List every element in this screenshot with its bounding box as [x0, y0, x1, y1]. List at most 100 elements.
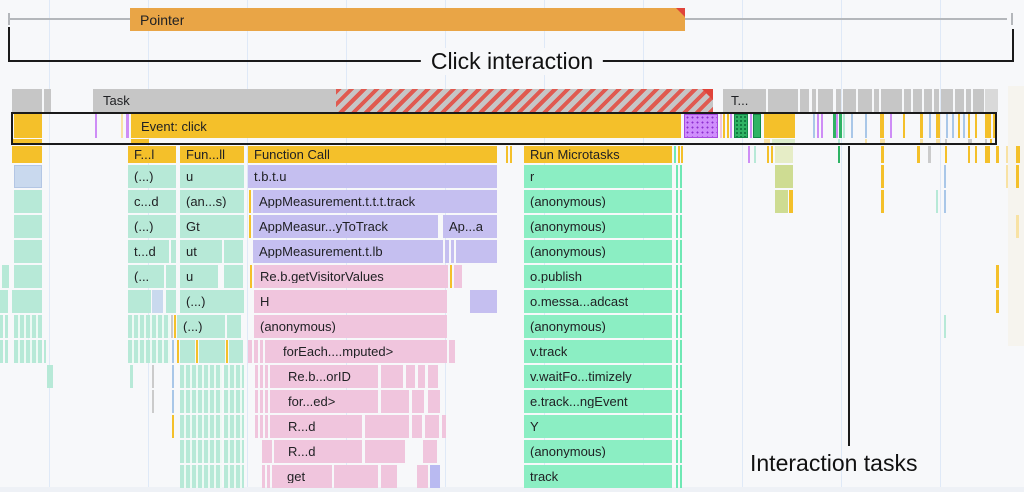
bar-fragment[interactable] — [952, 114, 954, 138]
bar-function-call[interactable]: Function Call — [248, 146, 497, 163]
bar-fragment[interactable] — [880, 139, 885, 144]
bar-fragment[interactable] — [680, 365, 682, 388]
bar-fragment[interactable] — [764, 114, 795, 138]
bar-fragment[interactable] — [172, 390, 174, 413]
bar-fragment[interactable] — [836, 89, 841, 112]
bar-fragment[interactable] — [14, 240, 42, 263]
bar-fragment[interactable] — [260, 340, 263, 363]
bar-fragment[interactable] — [451, 240, 454, 263]
bar-fragment[interactable] — [903, 114, 905, 138]
bar-fragment[interactable] — [14, 114, 42, 138]
bar-anonymous[interactable]: (anonymous) — [254, 315, 447, 338]
bar-fragment[interactable] — [254, 340, 258, 363]
bar-fragment[interactable] — [838, 146, 840, 163]
bar-fragment[interactable] — [680, 340, 682, 363]
bar-fragment[interactable] — [904, 89, 911, 112]
bar-for-ed[interactable]: for...ed> — [270, 390, 378, 413]
bar-fragment[interactable] — [996, 146, 999, 163]
bar-fragment[interactable] — [428, 365, 438, 388]
bar-fragment[interactable] — [255, 390, 258, 413]
bar-fragment[interactable] — [248, 340, 252, 363]
bar-fragment[interactable] — [5, 340, 8, 363]
bar-fragment[interactable] — [941, 89, 953, 112]
bar-fragment[interactable] — [425, 415, 439, 438]
bar-fragment[interactable] — [993, 114, 995, 138]
bar-fragment[interactable] — [454, 265, 462, 288]
bar-fragment[interactable] — [800, 89, 809, 112]
bar-fragment[interactable] — [0, 340, 3, 363]
bar-fragment[interactable] — [753, 114, 761, 138]
bar-fragment[interactable] — [881, 89, 902, 112]
bar-fragment[interactable] — [1006, 165, 1008, 188]
bar-fragment[interactable] — [680, 415, 682, 438]
bar-fragment[interactable] — [180, 365, 222, 388]
bar-fragment[interactable] — [249, 190, 251, 213]
bar-fragment[interactable] — [676, 265, 678, 288]
bar-anonymous[interactable]: (anonymous) — [524, 190, 672, 213]
bar-fragment[interactable] — [470, 290, 497, 313]
bar-fragment[interactable] — [843, 89, 856, 112]
bar-fragment[interactable] — [267, 465, 270, 488]
bar-[interactable]: (...) — [128, 215, 176, 238]
bar-r-d[interactable]: R...d — [270, 415, 362, 438]
bar-gt[interactable]: Gt — [180, 215, 244, 238]
bar-fun-ll[interactable]: Fun...ll — [180, 146, 244, 163]
bar-fragment[interactable] — [152, 290, 163, 313]
bar-fragment[interactable] — [166, 265, 176, 288]
bar-fragment[interactable] — [946, 114, 948, 138]
bar-fragment[interactable] — [945, 146, 947, 163]
bar-fragment[interactable] — [975, 146, 977, 163]
bar-fragment[interactable] — [874, 89, 879, 112]
bar-fragment[interactable] — [676, 190, 678, 213]
bar-fragment[interactable] — [985, 139, 987, 144]
bar-fragment[interactable] — [920, 139, 923, 144]
bar-fragment[interactable] — [881, 146, 884, 163]
bar-event-click[interactable]: Event: click — [131, 114, 681, 138]
bar-fragment[interactable] — [680, 165, 682, 188]
bar-fragment[interactable] — [818, 89, 833, 112]
bar-fragment[interactable] — [152, 390, 154, 413]
bar-fragment[interactable] — [180, 440, 222, 463]
bar-y[interactable]: Y — [524, 415, 672, 438]
bar-fragment[interactable] — [676, 165, 678, 188]
bar-fragment[interactable] — [14, 190, 42, 213]
bar-r[interactable]: r — [524, 165, 672, 188]
bar-fragment[interactable] — [126, 114, 129, 138]
bar-fragment[interactable] — [166, 290, 176, 313]
bar-fragment[interactable] — [945, 139, 947, 144]
bar-[interactable]: (...) — [180, 290, 244, 313]
bar-fragment[interactable] — [768, 89, 798, 112]
bar-fragment[interactable] — [260, 365, 263, 388]
bar-fragment[interactable] — [5, 315, 8, 338]
bar-fragment[interactable] — [968, 146, 970, 163]
bar-o-publish[interactable]: o.publish — [524, 265, 672, 288]
bar-fragment[interactable] — [880, 114, 884, 138]
bar-fragment[interactable] — [676, 365, 678, 388]
bar-fragment[interactable] — [813, 114, 815, 138]
bar-fragment[interactable] — [775, 190, 788, 213]
bar-anonymous[interactable]: (anonymous) — [524, 215, 672, 238]
bar-[interactable]: (...) — [128, 165, 176, 188]
bar-e-track-ngevent[interactable]: e.track...ngEvent — [524, 390, 672, 413]
bar-fragment[interactable] — [676, 440, 678, 463]
bar-an-s[interactable]: (an...s) — [180, 190, 244, 213]
bar-fragment[interactable] — [966, 89, 971, 112]
bar-fragment[interactable] — [442, 415, 446, 438]
bar-u[interactable]: u — [180, 265, 218, 288]
bar-fragment[interactable] — [14, 340, 42, 363]
bar-fragment[interactable] — [423, 440, 437, 463]
bar-fragment[interactable] — [680, 440, 682, 463]
bar-fragment[interactable] — [924, 89, 932, 112]
bar-fragment[interactable] — [172, 365, 174, 388]
bar-fragment[interactable] — [128, 315, 170, 338]
bar-fragment[interactable] — [881, 165, 884, 188]
bar-fragment[interactable] — [172, 340, 174, 363]
bar-fragment[interactable] — [417, 465, 428, 488]
bar-fragment[interactable] — [680, 390, 682, 413]
bar-t-b-t-u[interactable]: t.b.t.u — [248, 165, 497, 188]
bar-fragment[interactable] — [681, 146, 683, 163]
bar-fragment[interactable] — [334, 465, 378, 488]
bar-fragment[interactable] — [944, 315, 946, 338]
bar-fragment[interactable] — [12, 89, 42, 112]
bar-fragment[interactable] — [958, 114, 960, 138]
